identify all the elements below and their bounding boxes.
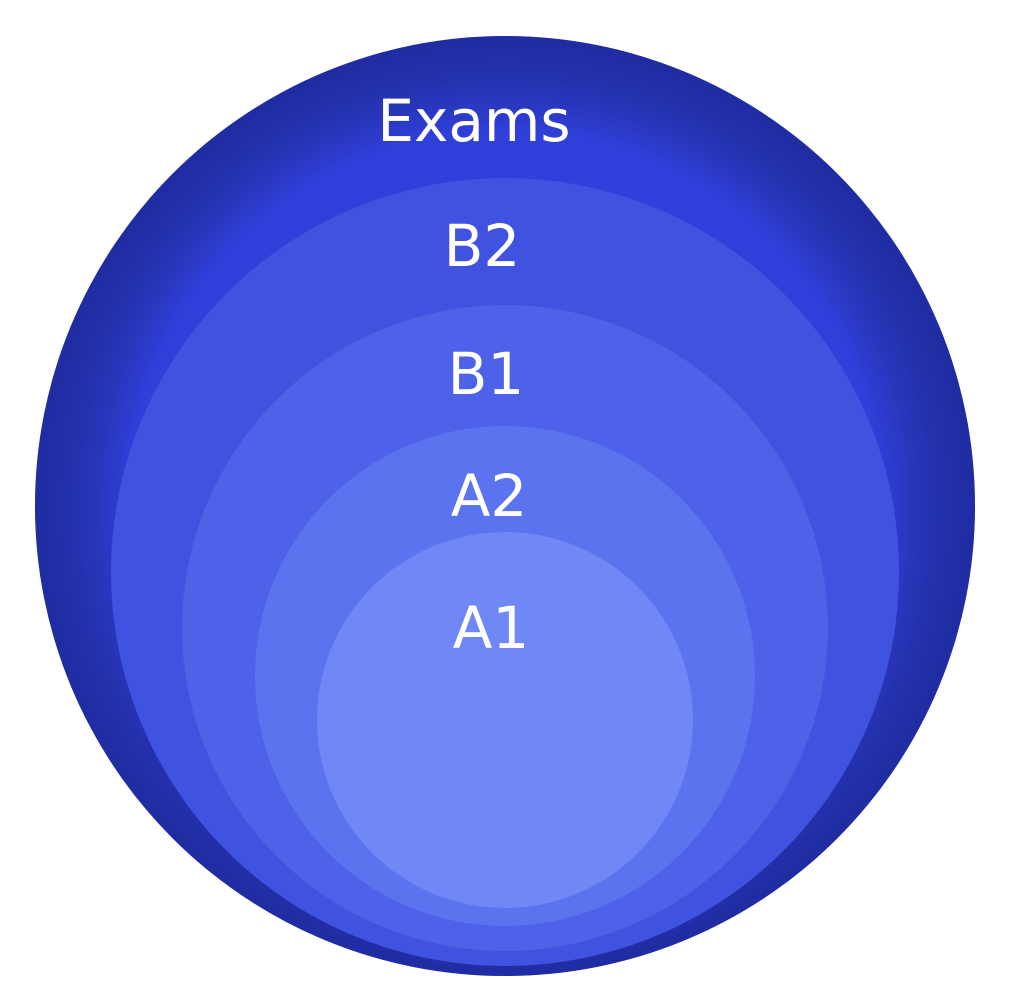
label-b1: B1 — [448, 340, 525, 408]
level-circle-a1 — [317, 532, 693, 908]
label-a2: A2 — [451, 462, 528, 530]
label-exams: Exams — [377, 87, 570, 155]
label-b2: B2 — [444, 212, 521, 280]
label-a1: A1 — [453, 594, 530, 662]
